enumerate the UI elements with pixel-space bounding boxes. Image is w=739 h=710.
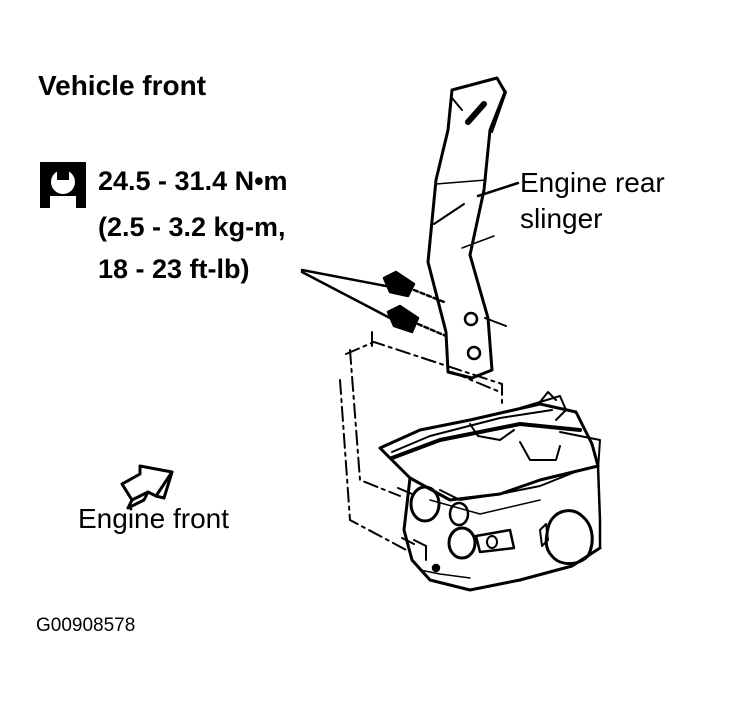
torque-value-kgm: (2.5 - 3.2 kg-m, <box>98 212 286 242</box>
bolt-lower <box>386 304 448 338</box>
figure-id: G00908578 <box>36 615 136 636</box>
bolt-upper <box>382 270 446 304</box>
vehicle-front-title: Vehicle front <box>38 70 207 101</box>
slinger-leader-line <box>476 181 520 198</box>
engine-rear-slinger-bracket <box>426 76 507 380</box>
engine-rear-slinger-label: Engine rear slinger <box>520 165 665 237</box>
alignment-lines <box>339 331 503 553</box>
arrow-icon <box>120 464 174 510</box>
torque-value-nm: 24.5 - 31.4 N•m <box>98 166 288 196</box>
torque-value-ftlb: 18 - 23 ft-lb) <box>98 254 250 284</box>
engine-block <box>378 391 602 592</box>
torque-leader-lines <box>300 268 392 320</box>
torque-wrench-icon <box>40 162 86 208</box>
slinger-label-line1: Engine rear <box>520 167 665 198</box>
engine-front-label: Engine front <box>78 503 229 534</box>
slinger-label-line2: slinger <box>520 203 603 234</box>
